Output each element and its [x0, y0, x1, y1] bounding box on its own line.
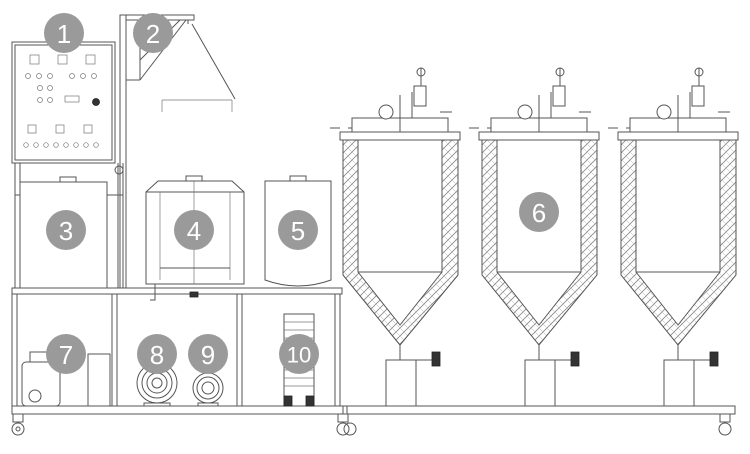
pump-9: [192, 372, 224, 407]
callout-number: 7: [59, 340, 73, 370]
callout-number: 10: [287, 343, 311, 368]
callout-badge-7: 7: [46, 334, 86, 374]
callout-badge-3: 3: [46, 210, 86, 250]
callout-number: 9: [201, 340, 215, 370]
callout-badge-1: 1: [44, 13, 84, 53]
callout-number: 2: [146, 19, 160, 49]
callout-badge-6: 6: [519, 192, 559, 232]
fermenter: [469, 67, 600, 407]
callout-badge-9: 9: [188, 334, 228, 374]
wheel-icon: [718, 413, 732, 436]
callout-number: 5: [291, 216, 305, 246]
callout-number: 4: [187, 216, 201, 246]
callout-badge-8: 8: [137, 334, 177, 374]
callout-badge-5: 5: [278, 210, 318, 250]
callout-number: 3: [59, 216, 73, 246]
fermenter: [330, 67, 461, 407]
fermenters-base: [342, 405, 736, 436]
control-panel: [11, 41, 124, 175]
callout-badge-4: 4: [174, 210, 214, 250]
callout-number: 8: [150, 340, 164, 370]
fermenter: [608, 67, 739, 407]
wheel-icon: [336, 413, 357, 436]
callout-badge-2: 2: [133, 13, 173, 53]
callout-badge-10: 10: [279, 334, 319, 374]
wheel-icon: [11, 413, 25, 436]
callout-number: 1: [57, 19, 71, 49]
callout-number: 6: [532, 198, 546, 228]
